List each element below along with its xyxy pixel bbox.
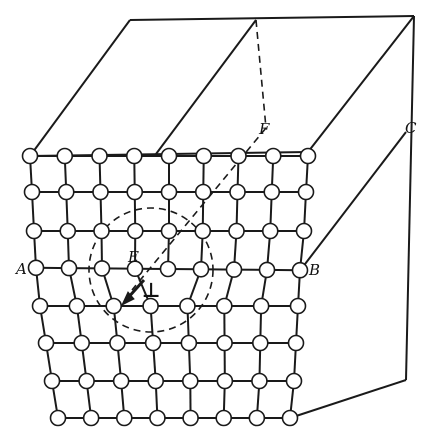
lattice-atom <box>68 297 86 315</box>
lattice-atom <box>109 334 126 352</box>
top-back-edge <box>129 15 415 21</box>
lattice-atom <box>228 222 245 240</box>
lattice-atoms <box>21 147 317 427</box>
lattice-atom <box>215 297 233 315</box>
lattice-atom <box>160 222 178 240</box>
lattice-atom <box>56 147 74 165</box>
label-B: B <box>308 261 320 279</box>
label-E: E <box>127 248 139 266</box>
dislocation-symbol: ⊥ <box>142 278 160 302</box>
lattice-atom <box>78 372 95 390</box>
lattice-atom <box>160 147 178 165</box>
lattice-atom <box>216 334 233 352</box>
lattice-atom <box>37 334 55 352</box>
lattice-atom <box>248 409 266 427</box>
lattice-atom <box>180 334 198 352</box>
lattice-atom <box>251 372 268 390</box>
lattice-atom <box>92 183 109 201</box>
lattice-atom <box>43 372 61 390</box>
lattice-atom <box>60 259 78 277</box>
lattice-atom <box>112 372 130 390</box>
lattice-atom <box>115 409 133 427</box>
lattice-atom <box>73 334 91 352</box>
dashed-line-to-top <box>255 19 267 129</box>
lattice-atom <box>160 183 178 201</box>
lattice-atom <box>149 409 166 427</box>
lattice-atom <box>93 222 110 240</box>
top-slip-line <box>155 19 257 155</box>
back-right-vertical-edge <box>405 15 415 381</box>
lattice-atom <box>281 409 299 427</box>
lattice-atom <box>225 261 243 278</box>
lattice-atom <box>252 297 270 315</box>
lattice-atom <box>229 183 246 201</box>
lattice-atom <box>264 147 282 165</box>
lattice-atom <box>91 147 108 165</box>
right-face-slip-line <box>301 131 407 269</box>
lattice-atom <box>147 372 165 390</box>
label-F: F <box>258 120 270 138</box>
lattice-atom <box>31 297 49 315</box>
lattice-atom <box>144 334 162 352</box>
lattice-atom <box>182 409 199 427</box>
lattice-atom <box>27 259 45 277</box>
lattice-atom <box>159 260 177 278</box>
lattice-atom <box>59 222 77 240</box>
right-top-edge <box>307 15 415 153</box>
lattice-atom <box>194 183 212 201</box>
lattice-atom <box>195 147 213 165</box>
lattice-atom <box>57 183 75 201</box>
lattice-atom <box>126 260 144 278</box>
lattice-atom <box>285 372 303 390</box>
lattice-atom <box>23 183 41 201</box>
lattice-atom <box>126 222 144 240</box>
lattice-atom <box>93 260 111 277</box>
label-C: C <box>405 119 417 137</box>
lattice-atom <box>287 334 305 352</box>
lattice-atom <box>291 261 309 279</box>
left-top-edge <box>29 19 131 157</box>
lattice-atom <box>251 334 269 352</box>
lattice-atom <box>261 222 279 240</box>
lattice-atom <box>299 147 317 165</box>
lattice-atom <box>263 183 281 201</box>
lattice-atom <box>179 297 196 315</box>
lattice-atom <box>126 183 144 201</box>
lattice-atom <box>295 222 313 240</box>
lattice-atom <box>258 261 276 279</box>
label-A: A <box>14 260 27 278</box>
lattice-atom <box>192 260 210 278</box>
dashed-guides <box>88 19 267 333</box>
bottom-right-edge <box>289 379 407 419</box>
lattice-atom <box>181 372 199 390</box>
lattice-atom <box>21 147 39 165</box>
lattice-atom <box>142 297 159 315</box>
lattice-atom <box>49 409 67 427</box>
lattice-atom <box>82 409 100 427</box>
lattice-atom <box>297 183 315 201</box>
lattice-atom <box>25 222 43 240</box>
lattice-atom <box>230 147 247 165</box>
burgers-vector-arrow <box>120 278 146 307</box>
lattice-atom <box>215 409 233 427</box>
crystal-block-outline <box>29 15 415 419</box>
lattice-atom <box>216 372 234 390</box>
lattice-atom <box>125 147 143 165</box>
lattice-atom <box>105 297 123 315</box>
lattice-atom <box>289 297 307 315</box>
lattice-atom <box>194 222 212 240</box>
